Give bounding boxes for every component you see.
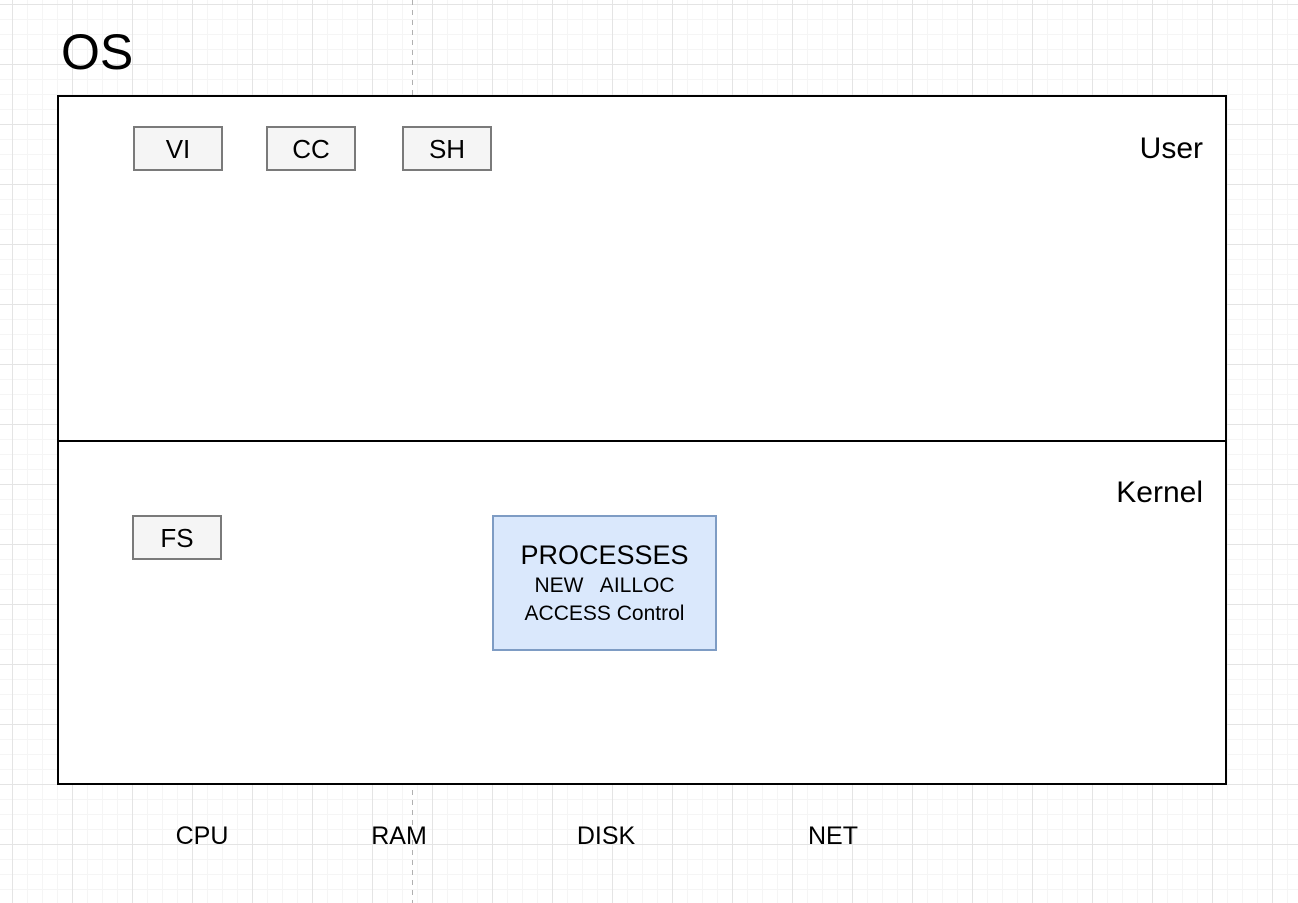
kernel-module-box-fs[interactable]: FS xyxy=(132,515,222,560)
hardware-label-net: NET xyxy=(808,822,858,850)
user-app-label: SH xyxy=(428,133,466,164)
user-section-label: User xyxy=(1139,132,1203,165)
processes-line-access-control: ACCESS Control xyxy=(524,601,685,625)
user-app-box-sh[interactable]: SH xyxy=(402,126,492,171)
kernel-section-label: Kernel xyxy=(1116,476,1203,509)
processes-box[interactable]: PROCESSES NEW AILLOC ACCESS Control xyxy=(492,515,717,651)
processes-line-new-ailloc: NEW AILLOC xyxy=(534,573,675,597)
user-app-box-cc[interactable]: CC xyxy=(266,126,356,171)
diagram-title: OS xyxy=(61,24,134,80)
user-app-label: VI xyxy=(165,133,191,164)
user-app-label: CC xyxy=(292,133,330,164)
user-app-box-vi[interactable]: VI xyxy=(133,126,223,171)
hardware-label-cpu: CPU xyxy=(175,822,229,850)
hardware-label-ram: RAM xyxy=(371,822,427,850)
kernel-module-label: FS xyxy=(160,522,194,553)
hardware-label-disk: DISK xyxy=(576,822,636,850)
user-kernel-divider xyxy=(59,440,1225,442)
os-boundary-box[interactable]: User VI CC SH Kernel FS PROCESSES NEW AI… xyxy=(57,95,1227,785)
processes-title: PROCESSES xyxy=(520,539,689,570)
